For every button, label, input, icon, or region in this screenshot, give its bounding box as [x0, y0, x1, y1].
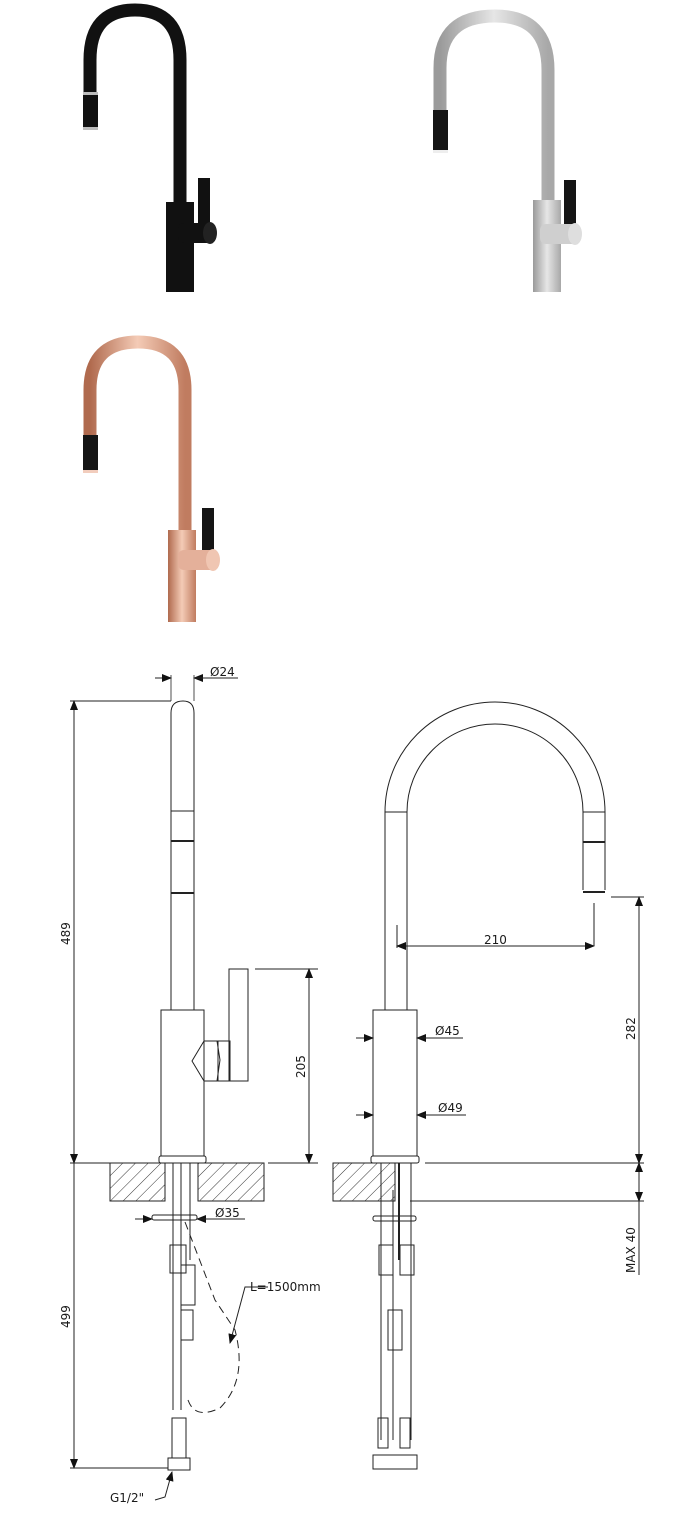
- dim-connection: G1/2": [110, 1491, 144, 1505]
- dim-handle-height: 205: [294, 1055, 308, 1078]
- faucet-steel-icon: [433, 9, 582, 292]
- product-image-black: [60, 0, 240, 300]
- dim-body-diameter-top: Ø45: [435, 1024, 460, 1038]
- dim-outlet-height: 282: [624, 1017, 638, 1040]
- faucet-black-icon: [83, 3, 217, 292]
- dim-reach: 210: [484, 933, 507, 947]
- dim-spout-diameter: Ø24: [210, 665, 235, 679]
- dim-shank-diameter: Ø35: [215, 1206, 240, 1220]
- product-image-rose-gold: [60, 320, 240, 630]
- dim-max-deck: MAX 40: [624, 1227, 638, 1273]
- side-view: [70, 674, 318, 1501]
- dim-body-diameter-bottom: Ø49: [438, 1101, 463, 1115]
- dimension-drawing: Ø24 489 205 Ø35 499 L=1500mm G1/2": [59, 665, 644, 1505]
- faucet-rose-gold-icon: [83, 335, 220, 622]
- dim-total-height: 489: [59, 922, 73, 945]
- product-image-steel: [420, 0, 600, 300]
- front-view: [332, 701, 644, 1470]
- technical-drawing: Ø24 489 205 Ø35 499 L=1500mm G1/2": [0, 650, 700, 1517]
- dim-hose-length: L=1500mm: [250, 1280, 321, 1294]
- dim-below-deck: 499: [59, 1305, 73, 1328]
